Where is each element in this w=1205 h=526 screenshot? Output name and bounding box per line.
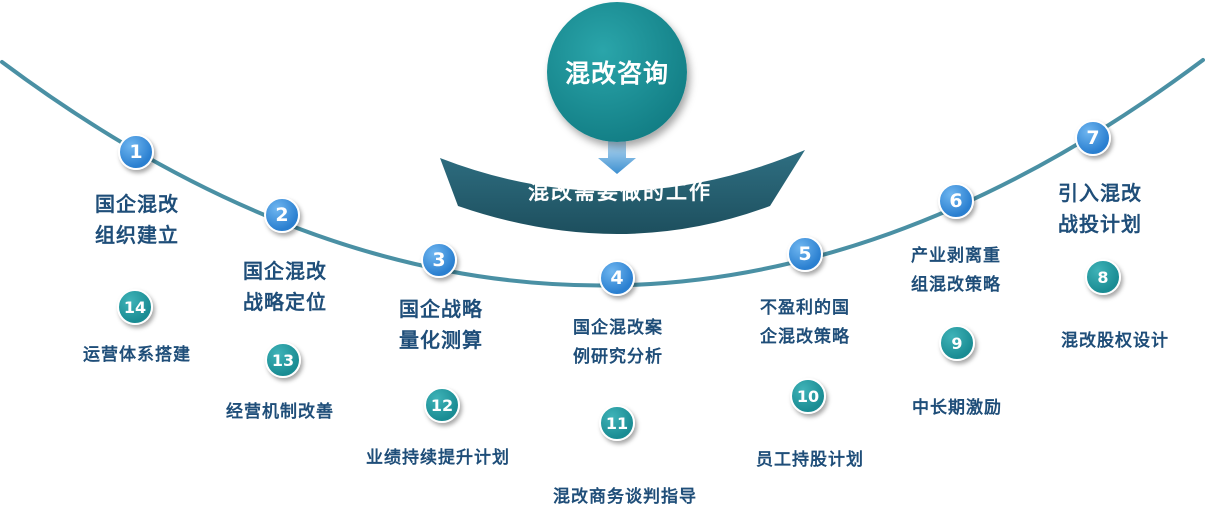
step-label-10: 员工持股计划 xyxy=(756,450,864,470)
step-node-4: 4 xyxy=(599,260,635,296)
step-label-3: 国企战略量化测算 xyxy=(399,297,483,352)
step-node-6: 6 xyxy=(938,183,974,219)
step-node-3: 3 xyxy=(421,242,457,278)
work-band xyxy=(440,150,805,234)
band-label: 混改需要做的工作 xyxy=(528,180,712,204)
step-label-7: 引入混改战投计划 xyxy=(1058,181,1142,236)
step-label-2: 国企混改战略定位 xyxy=(243,259,327,314)
step-node-5: 5 xyxy=(787,236,823,272)
step-node-7: 7 xyxy=(1075,120,1111,156)
step-label-9: 中长期激励 xyxy=(912,398,1002,418)
step-node-12: 12 xyxy=(424,387,460,423)
step-label-1: 国企混改组织建立 xyxy=(95,192,179,247)
step-label-11: 混改商务谈判指导 xyxy=(553,487,697,507)
hub-circle: 混改咨询 xyxy=(547,2,687,142)
step-label-8: 混改股权设计 xyxy=(1061,331,1169,351)
step-node-1: 1 xyxy=(118,134,154,170)
down-arrow-icon xyxy=(598,140,636,174)
step-label-13: 经营机制改善 xyxy=(226,402,334,422)
step-label-4: 国企混改案例研究分析 xyxy=(573,318,663,367)
step-label-5: 不盈利的国企混改策略 xyxy=(760,298,850,347)
step-node-9: 9 xyxy=(939,325,975,361)
step-label-6: 产业剥离重组混改策略 xyxy=(911,246,1001,295)
step-node-13: 13 xyxy=(265,342,301,378)
step-label-14: 运营体系搭建 xyxy=(83,345,191,365)
hub-title: 混改咨询 xyxy=(564,59,669,88)
step-node-11: 11 xyxy=(599,405,635,441)
step-node-2: 2 xyxy=(264,197,300,233)
step-node-8: 8 xyxy=(1085,259,1121,295)
step-node-10: 10 xyxy=(790,378,826,414)
step-node-14: 14 xyxy=(117,289,153,325)
step-label-12: 业绩持续提升计划 xyxy=(366,448,510,468)
